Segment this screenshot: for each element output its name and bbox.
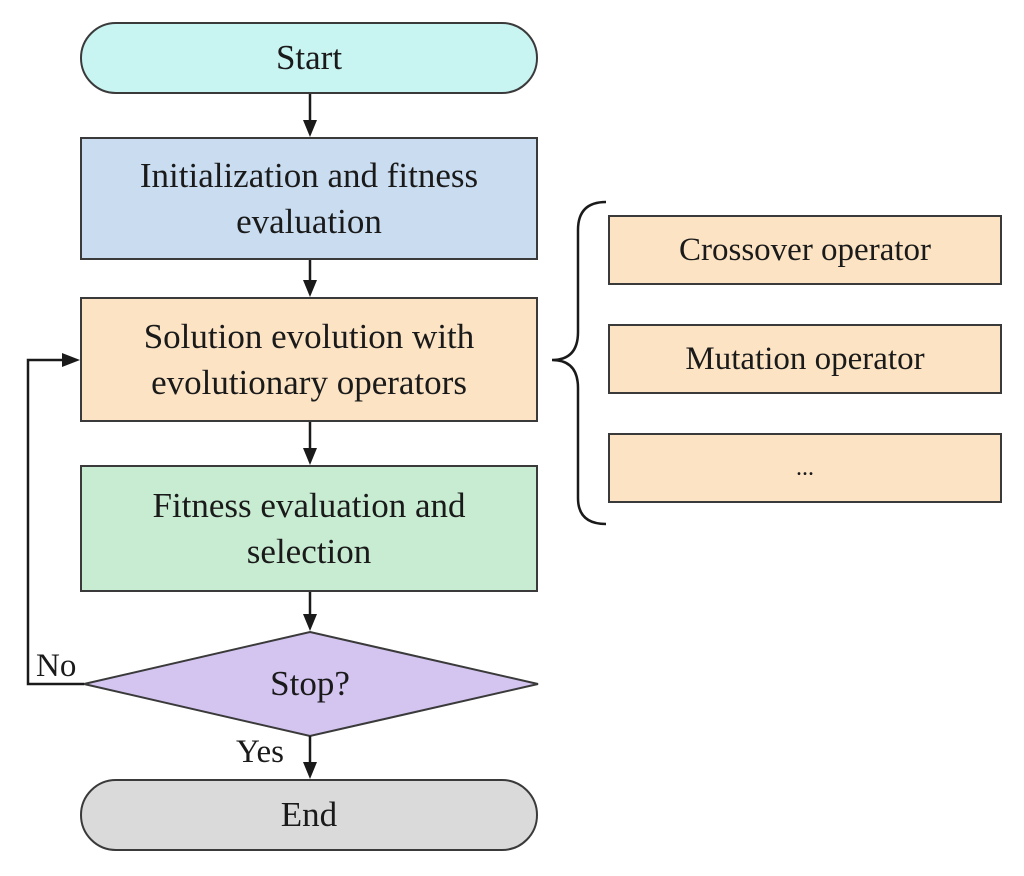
start-node: Start — [80, 22, 538, 94]
start-label: Start — [275, 38, 343, 77]
selection-label: Fitness evaluation and selection — [152, 485, 466, 571]
more-operators-box: ... — [608, 433, 1002, 503]
operator-label: Crossover operator — [678, 232, 931, 268]
operator-label: ... — [796, 455, 814, 481]
decision-label: Stop? — [270, 664, 350, 703]
operator-brace — [551, 200, 607, 526]
evolution-label: Solution evolution with evolutionary ope… — [143, 316, 475, 402]
end-label: End — [280, 795, 338, 834]
end-node: End — [80, 779, 538, 851]
yes-label: Yes — [236, 734, 285, 770]
initialization-box: Initialization and fitness evaluation — [80, 137, 538, 260]
mutation-operator-box: Mutation operator — [608, 324, 1002, 394]
initialization-label: Initialization and fitness evaluation — [139, 155, 479, 241]
operator-label: Mutation operator — [685, 341, 925, 377]
crossover-operator-box: Crossover operator — [608, 215, 1002, 285]
no-label: No — [36, 648, 77, 684]
evolution-box: Solution evolution with evolutionary ope… — [80, 297, 538, 422]
arrow-no-loop — [26, 358, 84, 686]
selection-box: Fitness evaluation and selection — [80, 465, 538, 592]
